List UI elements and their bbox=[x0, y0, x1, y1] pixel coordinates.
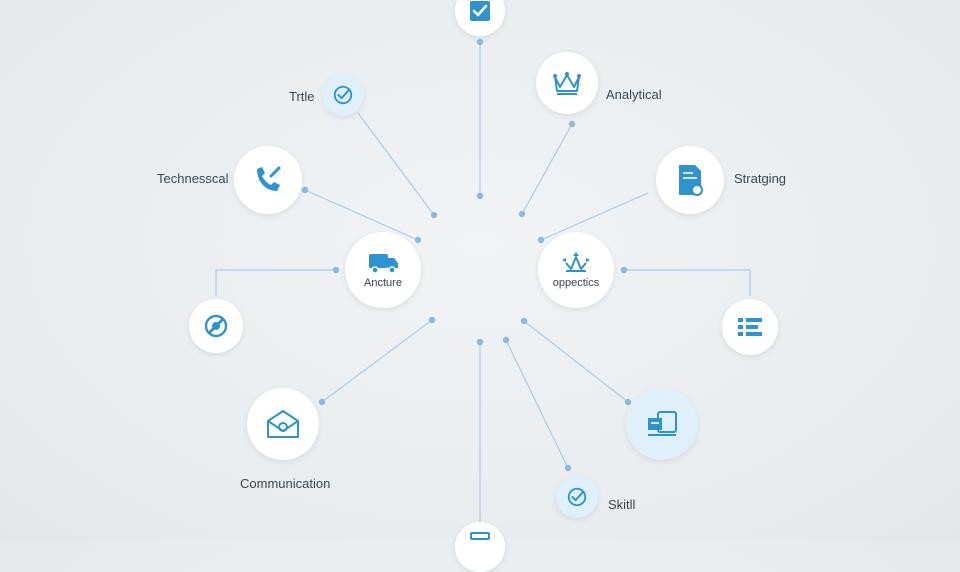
check-circle-icon bbox=[566, 486, 588, 508]
node-title-check[interactable] bbox=[322, 74, 364, 116]
house-envelope-icon bbox=[264, 407, 302, 441]
node-architecture[interactable]: Ancture bbox=[345, 232, 421, 308]
node-right-screen[interactable] bbox=[626, 388, 698, 460]
node-bottom-partial[interactable] bbox=[455, 522, 505, 572]
connector-lines bbox=[215, 38, 751, 522]
title-label: Trtle bbox=[289, 89, 315, 104]
phone-icon bbox=[251, 163, 285, 197]
technical-label: Technesscal bbox=[157, 171, 229, 186]
list-icon bbox=[736, 315, 764, 339]
crown-icon bbox=[551, 69, 583, 97]
crown-arrows-icon bbox=[559, 251, 593, 275]
node-left-globe[interactable] bbox=[189, 299, 243, 353]
check-circle-icon bbox=[332, 84, 354, 106]
architecture-label: Ancture bbox=[364, 277, 402, 289]
node-analytical[interactable] bbox=[536, 52, 598, 114]
document-icon bbox=[675, 163, 705, 197]
strategy-label: Stratging bbox=[734, 171, 787, 186]
communication-label: Communication bbox=[240, 476, 331, 491]
node-communication[interactable] bbox=[247, 388, 319, 460]
node-opportunities[interactable]: oppectics bbox=[538, 232, 614, 308]
node-top-check[interactable] bbox=[455, 0, 505, 36]
tray-icon bbox=[469, 531, 491, 541]
screen-icon bbox=[644, 408, 680, 440]
globe-icon bbox=[202, 312, 230, 340]
opportunities-label: oppectics bbox=[552, 277, 600, 289]
node-technical[interactable] bbox=[234, 146, 302, 214]
node-skill[interactable] bbox=[556, 476, 598, 518]
checkbox-icon bbox=[468, 0, 492, 23]
node-strategy[interactable] bbox=[656, 146, 724, 214]
truck-icon bbox=[366, 251, 400, 275]
skill-label: Skitll bbox=[608, 497, 636, 512]
analytical-label: Analytical bbox=[606, 87, 662, 102]
node-right-list[interactable] bbox=[722, 299, 778, 355]
